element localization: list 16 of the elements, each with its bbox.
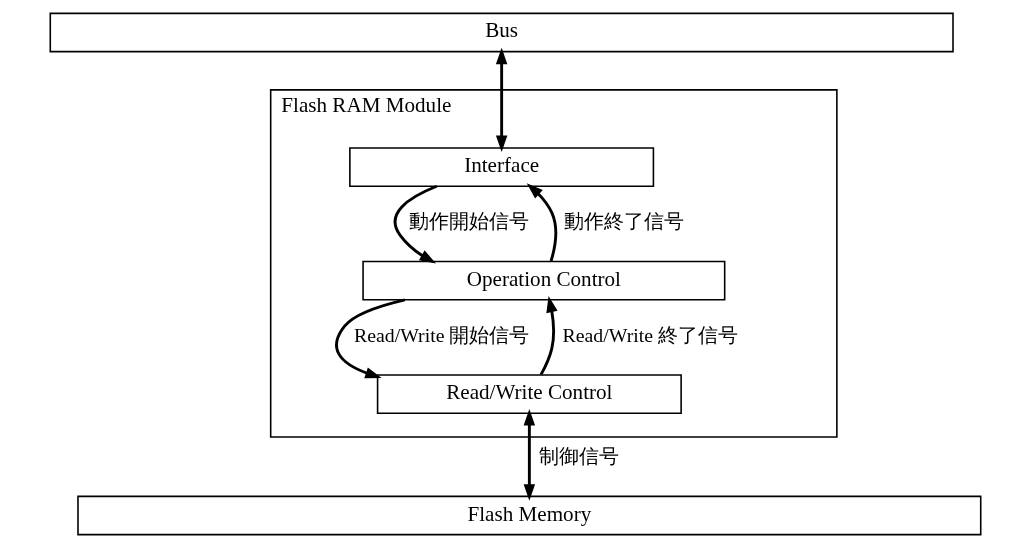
arrow	[393, 184, 438, 264]
arrow	[335, 298, 406, 379]
arrow	[495, 47, 508, 152]
arrow	[526, 183, 558, 262]
node-box: Read/Write Control	[376, 374, 682, 415]
arrow	[539, 295, 558, 376]
node-box: Interface	[349, 147, 655, 187]
node-box: Operation Control	[362, 260, 726, 301]
edge-label: 動作終了信号	[563, 210, 684, 233]
node-box: Bus	[49, 12, 954, 53]
arrow	[523, 409, 536, 501]
edge-label: Read/Write 開始信号	[354, 323, 530, 346]
node-box: Flash Memory	[77, 495, 982, 536]
edge-label: 動作開始信号	[409, 210, 530, 233]
edge-label: 制御信号	[539, 445, 620, 468]
edge-label: Read/Write 終了信号	[562, 323, 738, 346]
